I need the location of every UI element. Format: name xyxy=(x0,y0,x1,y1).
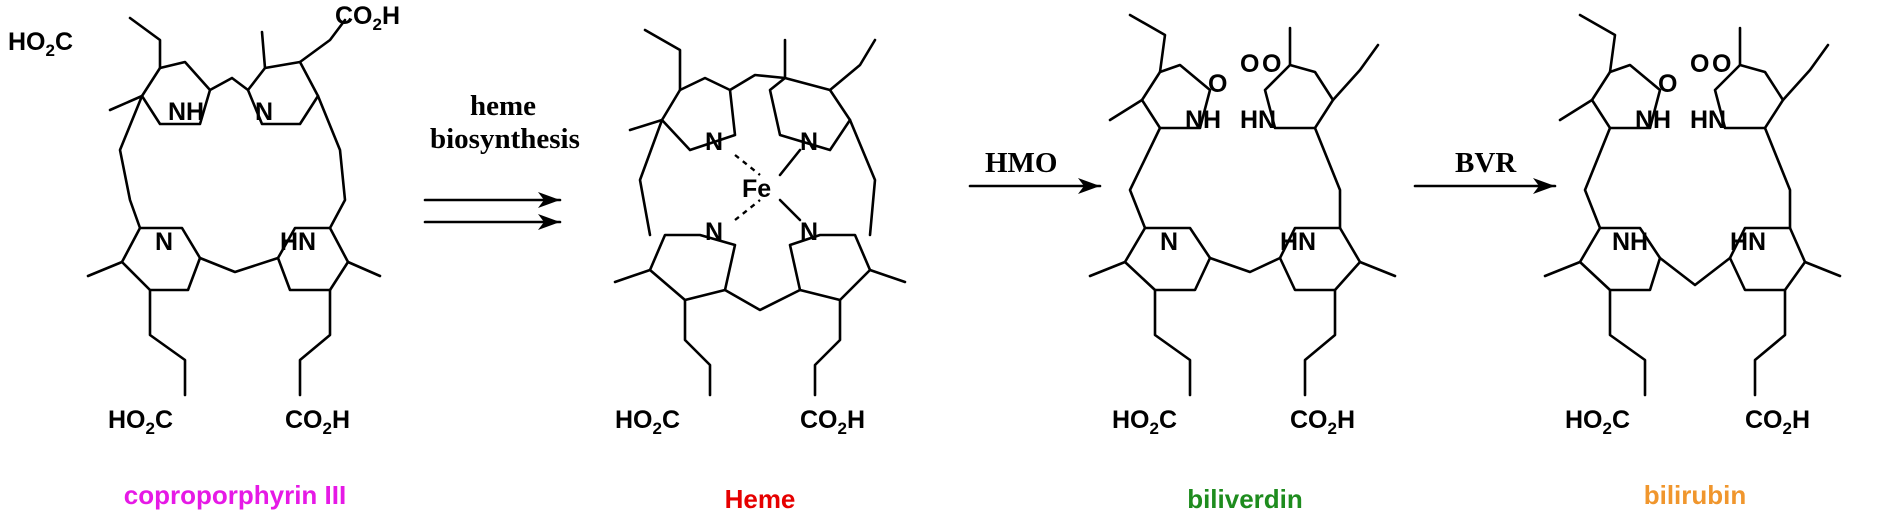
atom-n: N xyxy=(1160,228,1178,256)
atom-o: O xyxy=(1658,70,1677,98)
atom-ho2c: HO2C xyxy=(108,406,173,438)
structure-bilirubin: O O O NH HN NH HN HO2C CO2H xyxy=(1543,13,1842,438)
atom-co2h: CO2H xyxy=(1290,406,1355,438)
atom-ho2c: HO2C xyxy=(1565,406,1630,438)
atom-ho2c: HO2C xyxy=(8,28,73,60)
arrow-bvr: BVR xyxy=(1413,147,1557,194)
structure-coproporphyrin-iii: NH N N HN HO2C CO2H HO2C CO2H xyxy=(8,2,400,438)
arrow-label-bvr: BVR xyxy=(1455,147,1517,179)
atom-nh: NH xyxy=(1185,106,1221,134)
atom-co2h: CO2H xyxy=(285,406,350,438)
atom-n: N xyxy=(705,218,723,246)
atom-hn: HN xyxy=(1730,228,1766,256)
atom-o: O xyxy=(1712,50,1731,78)
arrow-label-heme: heme xyxy=(470,90,536,122)
arrow-hmo: HMO xyxy=(968,147,1102,194)
atom-n: N xyxy=(705,128,723,156)
atom-nh: NH xyxy=(168,98,204,126)
atom-nh: NH xyxy=(1635,106,1671,134)
structure-heme: N N Fe N N HO2C CO2H xyxy=(613,28,907,438)
arrow-label-biosynthesis: biosynthesis xyxy=(430,123,580,155)
atom-co2h: CO2H xyxy=(800,406,865,438)
atom-n: N xyxy=(800,218,818,246)
compound-name-coproporphyrin: coproporphyrin III xyxy=(124,480,346,510)
atom-ho2c: HO2C xyxy=(615,406,680,438)
compound-name-heme: Heme xyxy=(725,484,796,514)
atom-n: N xyxy=(800,128,818,156)
atom-hn: HN xyxy=(1280,228,1316,256)
atom-hn: HN xyxy=(1240,106,1276,134)
structure-biliverdin: O O O NH HN N HN HO2C CO2H xyxy=(1088,13,1397,438)
atom-o: O xyxy=(1690,50,1709,78)
atom-o: O xyxy=(1262,50,1281,78)
atom-hn: HN xyxy=(280,228,316,256)
atom-o: O xyxy=(1240,50,1259,78)
atom-ho2c: HO2C xyxy=(1112,406,1177,438)
atom-co2h: CO2H xyxy=(335,2,400,34)
atom-co2h: CO2H xyxy=(1745,406,1810,438)
atom-fe: Fe xyxy=(742,175,771,203)
arrow-label-hmo: HMO xyxy=(985,147,1058,179)
compound-name-biliverdin: biliverdin xyxy=(1187,484,1303,514)
compound-name-bilirubin: bilirubin xyxy=(1644,480,1747,510)
arrow-heme-biosynthesis: heme biosynthesis xyxy=(423,90,580,230)
atom-n: N xyxy=(255,98,273,126)
atom-n: N xyxy=(155,228,173,256)
atom-o: O xyxy=(1208,70,1227,98)
atom-hn: HN xyxy=(1690,106,1726,134)
atom-nh: NH xyxy=(1612,228,1648,256)
